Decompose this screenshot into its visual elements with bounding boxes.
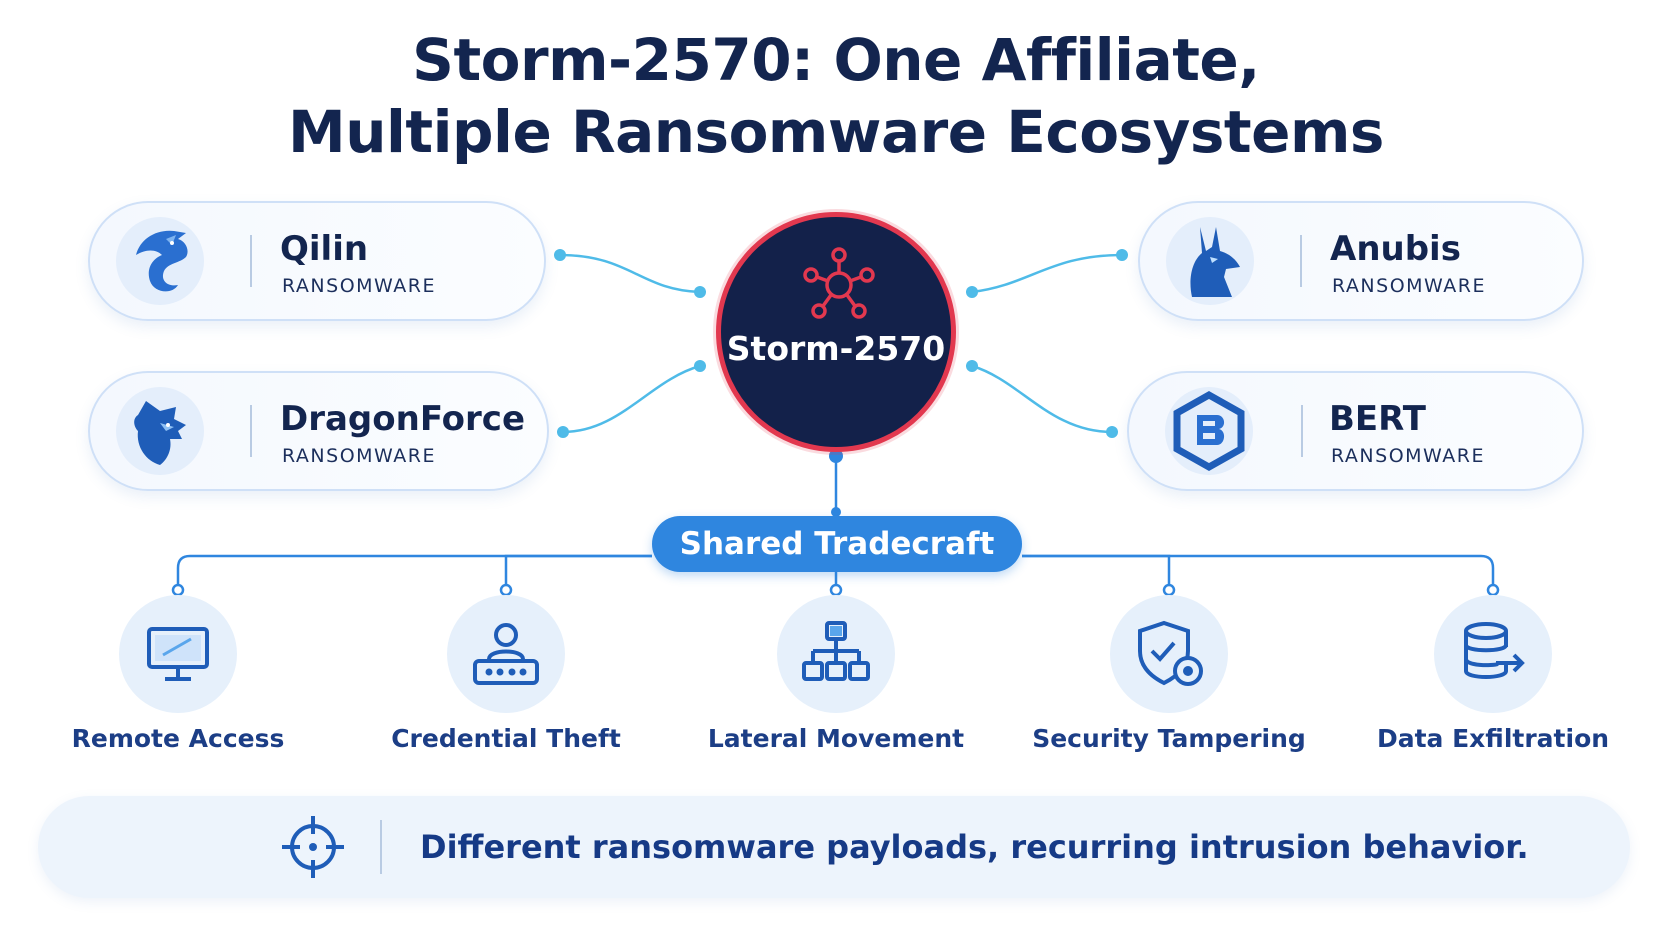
monitor-icon: [119, 595, 237, 713]
summary-banner: Different ransomware payloads, recurring…: [38, 796, 1630, 898]
divider: [1300, 235, 1302, 287]
tradecraft-label-security-tampering: Security Tampering: [1032, 724, 1306, 753]
wolf-dragon-icon: [116, 387, 204, 475]
family-kind: RANSOMWARE: [1331, 445, 1486, 467]
family-name: DragonForce: [280, 399, 526, 439]
divider: [1301, 405, 1303, 457]
family-kind: RANSOMWARE: [282, 275, 437, 297]
family-card-bert: BERT RANSOMWARE: [1127, 371, 1584, 491]
hexagon-b-icon: [1165, 387, 1253, 475]
shared-tradecraft-label: Shared Tradecraft: [652, 516, 1022, 572]
user-password-icon: [447, 595, 565, 713]
title-line-2: Multiple Ransomware Ecosystems: [288, 98, 1384, 166]
shield-gear-icon: [1110, 595, 1228, 713]
tradecraft-label-credential-theft: Credential Theft: [391, 724, 621, 753]
database-export-icon: [1434, 595, 1552, 713]
family-card-anubis: Anubis RANSOMWARE: [1138, 201, 1584, 321]
family-kind: RANSOMWARE: [282, 445, 437, 467]
network-node-icon: [803, 247, 875, 319]
family-card-qilin: Qilin RANSOMWARE: [88, 201, 546, 321]
tradecraft-label-lateral-movement: Lateral Movement: [707, 724, 965, 753]
hierarchy-icon: [777, 595, 895, 713]
divider: [250, 235, 252, 287]
family-name: Anubis: [1330, 229, 1461, 269]
crosshair-icon: [282, 816, 344, 878]
family-name: Qilin: [280, 229, 369, 269]
family-card-dragonforce: DragonForce RANSOMWARE: [88, 371, 549, 491]
tradecraft-label-data-exfiltration: Data Exfiltration: [1376, 724, 1610, 753]
summary-text: Different ransomware payloads, recurring…: [420, 828, 1529, 866]
divider: [250, 405, 252, 457]
family-name: BERT: [1329, 399, 1426, 439]
family-kind: RANSOMWARE: [1332, 275, 1487, 297]
hub-label: Storm-2570: [726, 329, 946, 368]
tradecraft-label-remote-access: Remote Access: [71, 724, 285, 753]
jackal-icon: [1166, 217, 1254, 305]
divider: [380, 820, 382, 874]
title-line-1: Storm-2570: One Affiliate,: [412, 26, 1260, 94]
page-title: Storm-2570: One Affiliate, Multiple Rans…: [0, 24, 1672, 168]
dragon-icon: [116, 217, 204, 305]
central-hub: Storm-2570: [716, 212, 956, 452]
